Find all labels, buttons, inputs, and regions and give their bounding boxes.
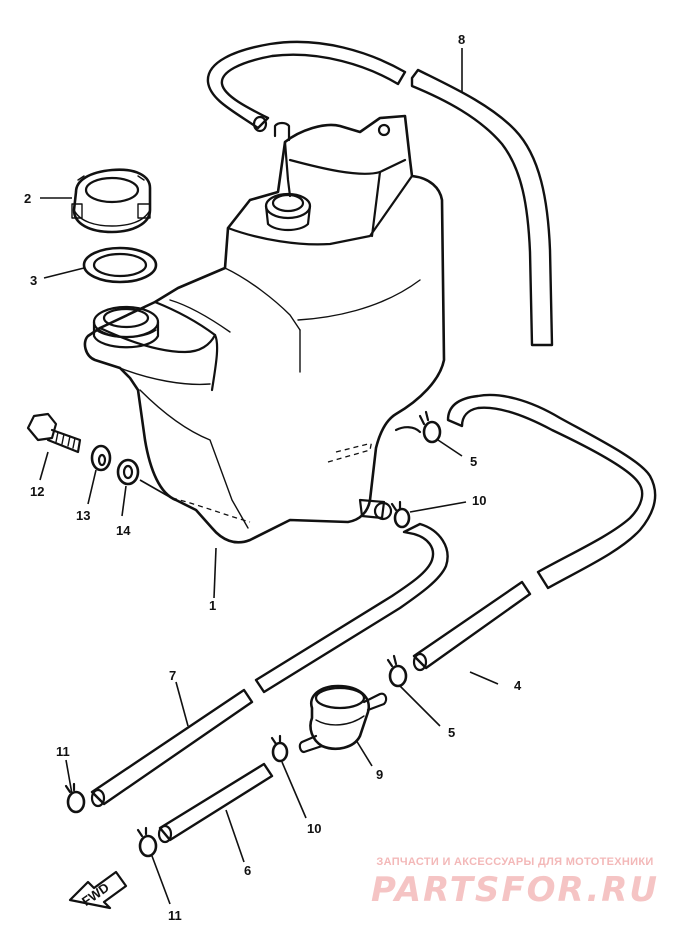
callout-10-upper: 10 (472, 493, 486, 508)
part-2-cap (71, 168, 152, 234)
callout-5-upper: 5 (470, 454, 477, 469)
part-5-clamp-upper (418, 410, 442, 444)
callout-3: 3 (30, 273, 37, 288)
part-14-grommet (116, 458, 140, 486)
part-6-hose (157, 762, 274, 844)
callout-10-lower: 10 (307, 821, 321, 836)
leader-lines (39, 48, 499, 905)
part-8-breather-hose (206, 40, 554, 347)
part-12-bolt (26, 412, 82, 454)
part-11-clamp-lower (136, 826, 158, 858)
callout-8: 8 (458, 32, 465, 47)
part-4-hose (412, 393, 657, 672)
callout-4: 4 (514, 678, 522, 693)
fwd-direction-arrow: FWD (68, 870, 128, 910)
part-11-clamp-upper (64, 782, 86, 814)
callout-13: 13 (76, 508, 90, 523)
part-9-valve (298, 684, 388, 754)
callout-5-lower: 5 (448, 725, 455, 740)
callout-labels: 1 2 3 4 5 5 6 7 8 9 10 10 11 11 12 13 14 (24, 32, 522, 923)
callout-11-lower: 11 (168, 908, 182, 923)
part-13-washer (90, 444, 112, 472)
callout-14: 14 (116, 523, 131, 538)
part-10-clamp-lower (270, 734, 289, 763)
callout-9: 9 (376, 767, 383, 782)
callout-7: 7 (169, 668, 176, 683)
watermark: ЗАПЧАСТИ И АКСЕССУАРЫ ДЛЯ МОТОТЕХНИКИ PA… (365, 856, 665, 910)
watermark-tagline: ЗАПЧАСТИ И АКСЕССУАРЫ ДЛЯ МОТОТЕХНИКИ (376, 856, 654, 868)
part-3-gasket (82, 246, 158, 284)
callout-6: 6 (244, 863, 251, 878)
part-1-reservoir-tank (83, 114, 446, 544)
watermark-logo: PARTSFOR.RU (370, 870, 660, 910)
part-7-hose (90, 522, 449, 808)
callout-1: 1 (209, 598, 216, 613)
callout-11-upper: 11 (56, 744, 70, 759)
part-10-clamp-upper (390, 500, 411, 529)
callout-12: 12 (30, 484, 44, 499)
callout-2: 2 (24, 191, 31, 206)
part-5-clamp-lower (386, 654, 408, 688)
